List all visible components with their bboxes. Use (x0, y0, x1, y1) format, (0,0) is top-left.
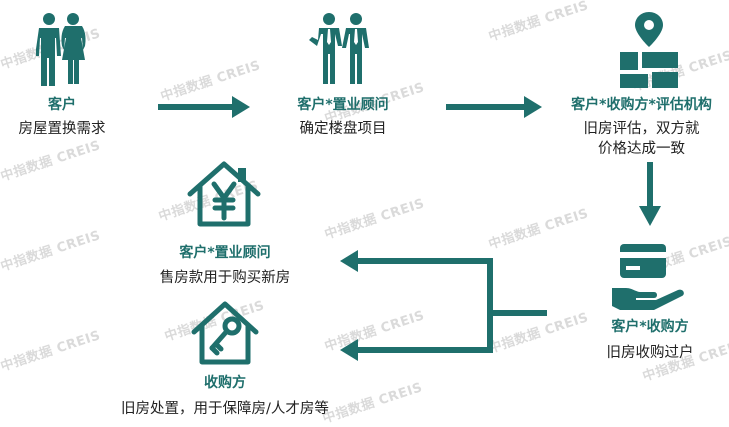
connector-horizontal (487, 310, 547, 316)
step-description: 旧房收购过户 (606, 345, 694, 361)
arrow-4-6-head (340, 339, 358, 361)
arrow-4-5-shaft (357, 258, 493, 264)
arrow-2-3-head (524, 96, 542, 118)
step-description: 确定楼盘项目 (299, 121, 387, 137)
step-description: 价格达成一致 (598, 141, 685, 157)
step-title: 客户 (48, 97, 76, 113)
step-description: 售房款用于购买新房 (159, 270, 291, 286)
step-title: 客户*置业顾问 (179, 245, 271, 261)
map-location-icon (620, 12, 678, 88)
card-hand-icon (612, 244, 684, 310)
house-yuan-icon (187, 161, 261, 227)
step-description: 旧房处置，用于保障房/人才房等 (121, 401, 329, 417)
connector-vertical (487, 258, 493, 353)
step-title: 客户*收购方*评估机构 (571, 97, 712, 113)
step-title: 客户*置业顾问 (297, 97, 389, 113)
step-title: 收购方 (204, 375, 246, 391)
step-description: 旧房评估，双方就 (583, 121, 700, 137)
arrow-4-6-shaft (357, 347, 493, 353)
step-title: 客户*收购方 (611, 319, 689, 335)
arrow-3-4-shaft (647, 162, 653, 208)
arrow-4-5-head (340, 250, 358, 272)
consultants-icon (309, 13, 369, 84)
arrow-2-3-shaft (446, 104, 526, 110)
step-description: 房屋置换需求 (18, 121, 106, 137)
arrow-1-2-shaft (158, 104, 234, 110)
arrow-1-2-head (232, 96, 250, 118)
house-key-icon (191, 301, 259, 365)
arrow-3-4-head (639, 206, 661, 226)
couple-icon (36, 13, 86, 86)
